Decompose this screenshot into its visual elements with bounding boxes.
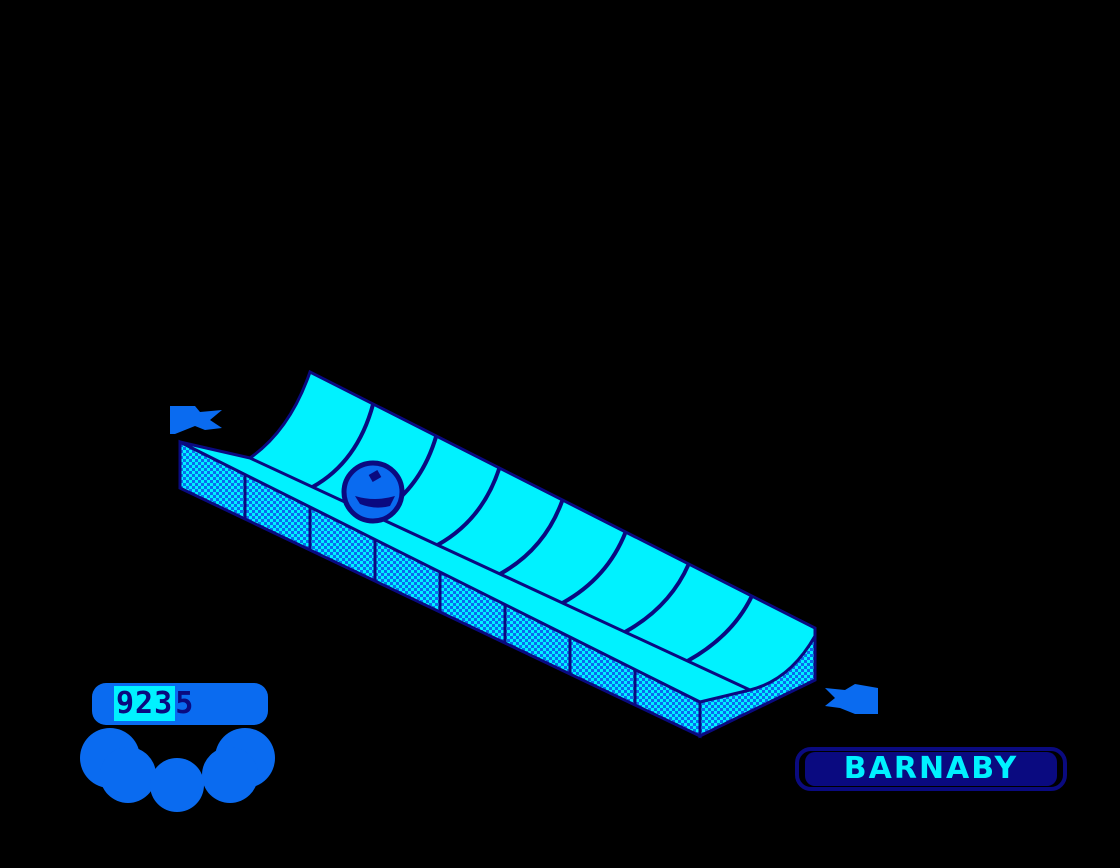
exit-right-arrow[interactable] — [825, 684, 878, 714]
score-dim-digit: 5 — [175, 686, 195, 721]
score-lit-digits: 923 — [114, 686, 176, 721]
track-rib — [561, 531, 628, 605]
score-display: 9235 — [114, 686, 195, 721]
player-name: BARNABY — [805, 752, 1057, 786]
ball-icon — [341, 460, 405, 524]
track-rib — [499, 499, 565, 576]
life-ball-icon — [202, 747, 258, 803]
track-rib — [624, 563, 691, 634]
arrow-left-icon[interactable] — [170, 406, 222, 434]
arrow-right-icon[interactable] — [825, 684, 878, 714]
exit-left-arrow[interactable] — [170, 406, 222, 434]
track-surface — [179, 369, 817, 704]
track-rib — [686, 595, 754, 663]
life-ball-icon — [150, 758, 204, 812]
track-rib — [311, 403, 376, 489]
life-ball-icon — [100, 747, 156, 803]
track-rib — [436, 467, 502, 547]
lives-balls — [80, 728, 275, 812]
player-ball — [341, 460, 405, 524]
half-pipe-track — [178, 369, 817, 739]
